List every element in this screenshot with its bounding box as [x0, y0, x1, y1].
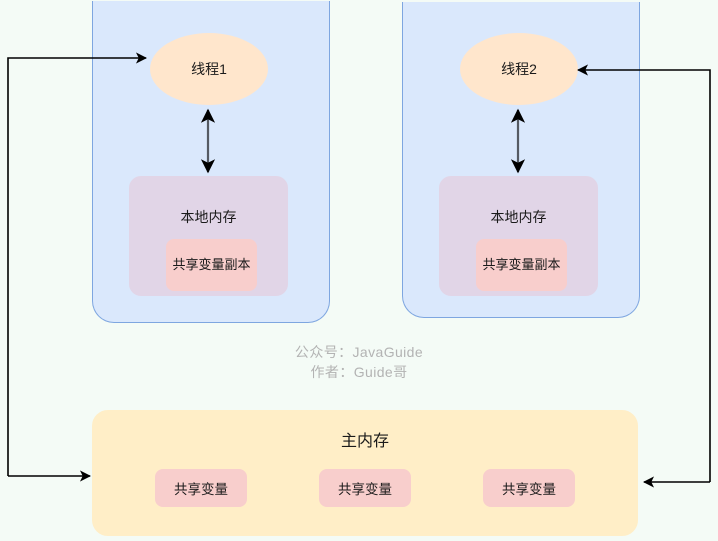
shared-variable-row: 共享变量 共享变量 共享变量 — [93, 469, 637, 507]
thread-ellipse-1: 线程1 — [150, 33, 268, 105]
local-memory-1-label: 本地内存 — [180, 209, 237, 225]
watermark-line-1: 公众号：JavaGuide — [294, 344, 424, 360]
main-memory-container: 主内存 共享变量 共享变量 共享变量 — [92, 410, 638, 536]
watermark-line-2: 作者：Guide哥 — [310, 364, 408, 380]
local-memory-1: 本地内存 共享变量副本 — [129, 176, 288, 296]
shared-variable-main-2: 共享变量 — [319, 469, 411, 507]
shared-variable-main-1: 共享变量 — [155, 469, 247, 507]
main-memory-title: 主内存 — [340, 433, 389, 450]
thread-ellipse-2: 线程2 — [460, 33, 578, 105]
shared-variable-copy-2: 共享变量副本 — [476, 239, 567, 291]
watermark: 公众号：JavaGuide 作者：Guide哥 — [0, 342, 718, 382]
shared-variable-copy-1: 共享变量副本 — [166, 239, 257, 291]
shared-variable-main-3: 共享变量 — [483, 469, 575, 507]
thread-2-label: 线程2 — [501, 61, 537, 77]
local-memory-2-label: 本地内存 — [490, 209, 547, 225]
thread-1-label: 线程1 — [191, 61, 227, 77]
local-memory-2: 本地内存 共享变量副本 — [439, 176, 598, 296]
